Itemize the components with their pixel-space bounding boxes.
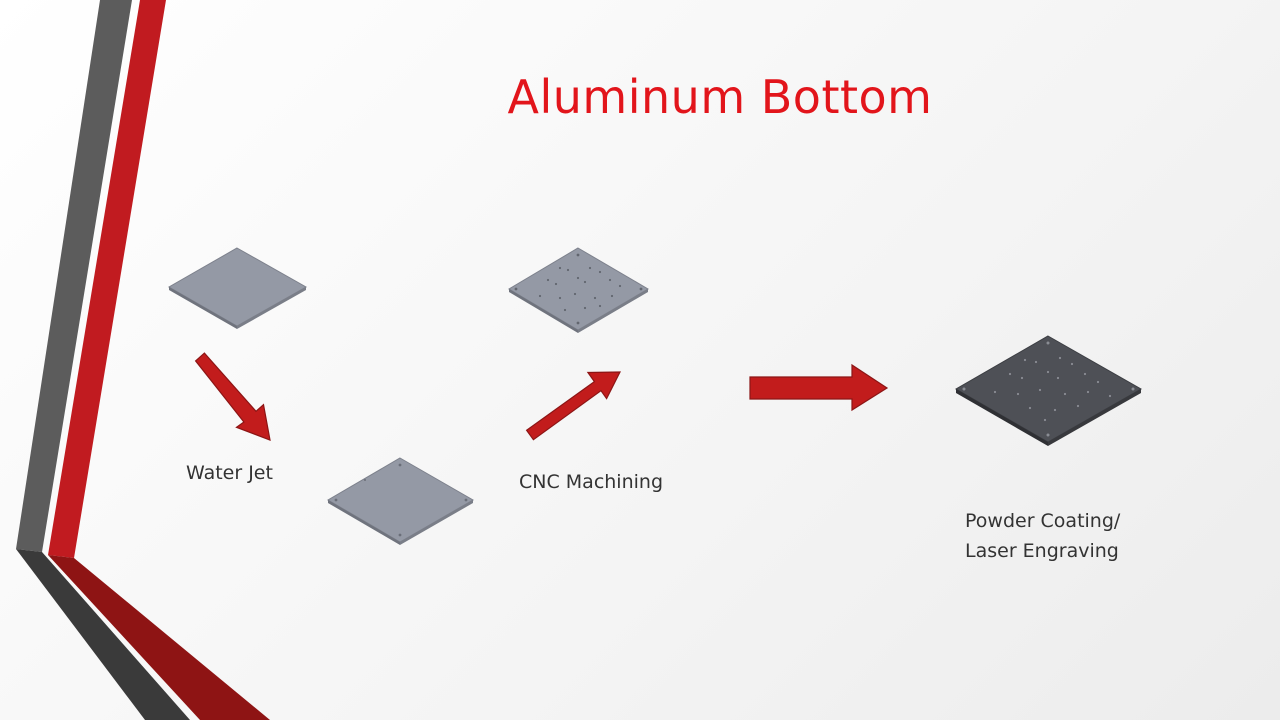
red-stripe-lower	[48, 555, 270, 720]
label-powder-coating-laser-engraving: Powder Coating/ Laser Engraving	[965, 506, 1120, 566]
label-laser-engraving: Laser Engraving	[965, 540, 1119, 562]
mounting-holes	[334, 463, 468, 537]
raw-plate-blank	[167, 247, 308, 329]
arrow-water-jet	[194, 352, 271, 441]
plate-finished	[954, 335, 1143, 446]
label-cnc-machining: CNC Machining	[519, 471, 664, 493]
label-powder-coating: Powder Coating/	[965, 510, 1121, 532]
gray-stripe-lower	[16, 549, 190, 720]
decorative-stripes	[16, 0, 270, 720]
machined-holes	[514, 253, 643, 325]
arrow-finishing	[749, 363, 889, 412]
finished-holes	[962, 341, 1135, 437]
slide-title: Aluminum Bottom	[507, 70, 933, 124]
arrow-cnc	[525, 371, 621, 441]
plate-after-cnc	[508, 247, 649, 333]
plate-after-water-jet	[327, 457, 475, 545]
gray-stripe-upper	[16, 0, 132, 552]
red-stripe-upper	[48, 0, 166, 558]
label-water-jet: Water Jet	[186, 462, 273, 484]
